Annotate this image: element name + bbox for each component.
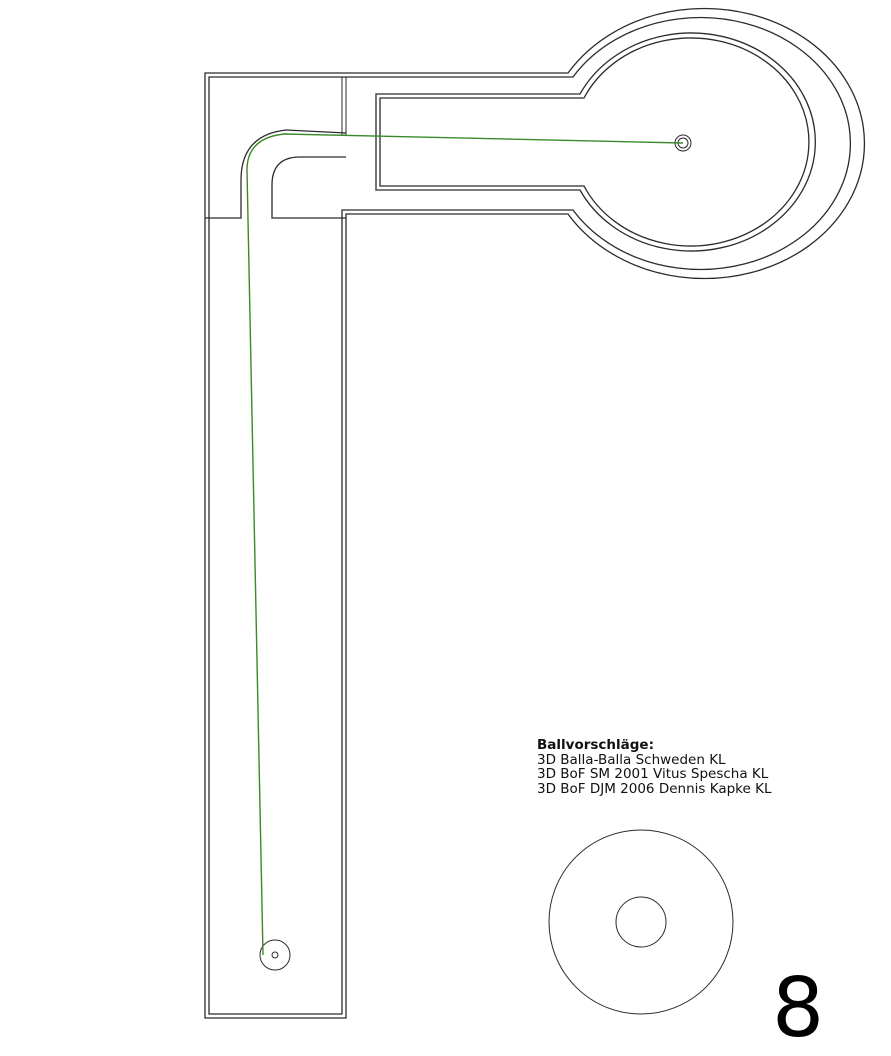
tee-inner-ring bbox=[271, 951, 279, 959]
ball-suggestions-heading: Ballvorschläge: bbox=[537, 737, 654, 753]
ball-suggestion-1: 3D Balla-Balla Schweden KL bbox=[537, 751, 726, 768]
tee-separator bbox=[205, 129, 347, 219]
ball-suggestion-3: 3D BoF DJM 2006 Dennis Kapke KL bbox=[537, 780, 772, 797]
hole-number: 8 bbox=[772, 961, 825, 1056]
course-plan bbox=[204, 7, 866, 1019]
course-outer-border bbox=[204, 7, 866, 1019]
course-inner-border bbox=[208, 16, 851, 1015]
center-obstacle-inner bbox=[379, 37, 810, 247]
corner-block bbox=[271, 156, 346, 219]
ball-path bbox=[246, 133, 684, 956]
legend-circle-inner bbox=[615, 896, 667, 948]
lane-divider bbox=[341, 76, 347, 136]
tee-outer-ring bbox=[259, 939, 291, 971]
legend-circle-outer bbox=[548, 829, 734, 1015]
ball-suggestion-2: 3D BoF SM 2001 Vitus Spescha KL bbox=[537, 766, 769, 782]
center-obstacle-outer bbox=[375, 32, 816, 252]
ball-suggestions: Ballvorschläge: 3D Balla-Balla Schweden … bbox=[537, 738, 771, 796]
